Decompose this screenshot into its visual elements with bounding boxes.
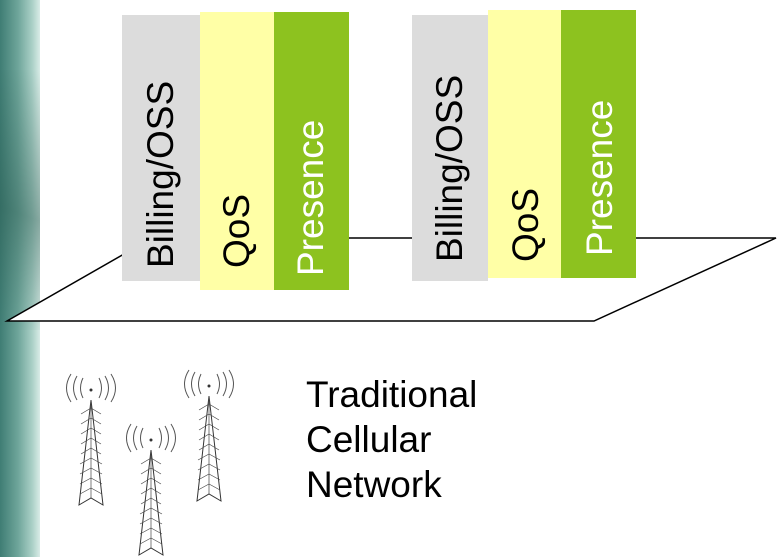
caption-line-2: Cellular [306, 419, 432, 460]
presence-label-1: Presence [290, 119, 331, 276]
qos-label-1: QoS [216, 193, 257, 268]
presence-block-1 [274, 12, 349, 290]
qos-block-1 [200, 12, 275, 290]
cell-tower-icon [66, 373, 116, 506]
presence-block-2 [561, 10, 636, 278]
billing-label-1: Billing/OSS [140, 80, 181, 268]
presence-label-2: Presence [579, 99, 620, 256]
billing-label-2: Billing/OSS [429, 74, 470, 262]
caption-line-1: Traditional [306, 374, 478, 415]
decorative-side-strip [0, 0, 40, 557]
cell-tower-icon [126, 423, 176, 556]
network-caption: Traditional Cellular Network [306, 372, 477, 507]
billing-block-1 [122, 15, 200, 281]
cell-tower-icon [184, 369, 234, 502]
qos-label-2: QoS [505, 187, 546, 262]
caption-line-3: Network [306, 464, 442, 505]
qos-block-2 [488, 10, 563, 278]
billing-block-2 [412, 15, 488, 281]
